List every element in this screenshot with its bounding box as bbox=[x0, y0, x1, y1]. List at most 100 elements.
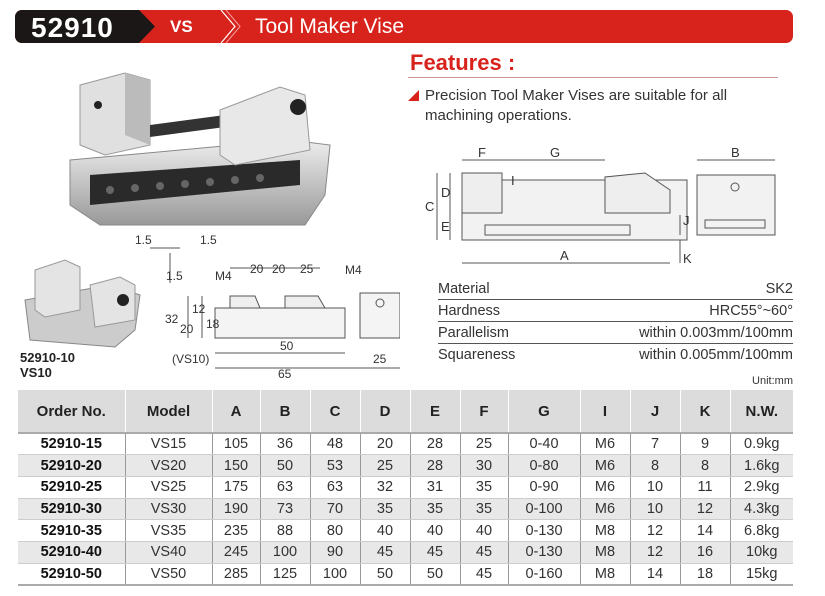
table-cell: 9 bbox=[679, 433, 730, 456]
table-cell: 12 bbox=[679, 498, 730, 521]
title-banner: 52910 VS Tool Maker Vise bbox=[15, 10, 793, 43]
dim-label: I bbox=[511, 173, 515, 188]
table-cell: 35 bbox=[459, 476, 508, 499]
vs10-drawing: 1.5 1.5 1.5 M4 M4 20 20 25 32 20 12 18 (… bbox=[135, 233, 400, 380]
table-cell: VS35 bbox=[124, 519, 212, 542]
table-cell: 105 bbox=[211, 433, 260, 456]
spec-label: Hardness bbox=[438, 303, 501, 319]
dim-label: G bbox=[550, 145, 560, 160]
column-header: I bbox=[579, 390, 630, 434]
small-vise-model: VS10 bbox=[20, 365, 52, 380]
table-cell: 50 bbox=[259, 454, 310, 477]
table-cell: 48 bbox=[309, 433, 360, 456]
table-cell: 12 bbox=[629, 541, 680, 564]
table-cell: M6 bbox=[579, 498, 630, 521]
dim-label: 25 bbox=[373, 352, 387, 366]
dim-label: 12 bbox=[192, 302, 206, 316]
table-cell: 45 bbox=[359, 541, 410, 564]
table-cell: 16 bbox=[679, 541, 730, 564]
table-cell: 50 bbox=[409, 563, 460, 586]
code-block bbox=[15, 10, 155, 43]
table-cell: 45 bbox=[459, 541, 508, 564]
table-cell: 25 bbox=[359, 454, 410, 477]
table-cell: 52910-15 bbox=[18, 433, 125, 456]
table-cell: 53 bbox=[309, 454, 360, 477]
column-header: A bbox=[211, 390, 260, 434]
table-cell: 40 bbox=[409, 519, 460, 542]
table-cell: 35 bbox=[359, 498, 410, 521]
table-cell: 50 bbox=[359, 563, 410, 586]
table-cell: M6 bbox=[579, 433, 630, 456]
column-header: J bbox=[629, 390, 680, 434]
dim-label: B bbox=[731, 145, 740, 160]
column-header: F bbox=[459, 390, 508, 434]
feature-item: Precision Tool Maker Vises are suitable … bbox=[425, 87, 728, 124]
vise-photo bbox=[69, 72, 331, 226]
spec-row: Parallelism within 0.003mm/100mm bbox=[438, 322, 793, 344]
column-header: C bbox=[309, 390, 360, 434]
unit-label: Unit:mm bbox=[752, 375, 793, 387]
dim-label: 20 bbox=[180, 322, 194, 336]
small-vise-photo bbox=[24, 259, 141, 348]
bullet-icon bbox=[408, 90, 419, 101]
dim-label: 50 bbox=[280, 339, 294, 353]
table-cell: 14 bbox=[629, 563, 680, 586]
column-header: N.W. bbox=[729, 390, 793, 434]
dim-label: M4 bbox=[215, 269, 232, 283]
dim-label: K bbox=[683, 251, 692, 266]
divider bbox=[408, 77, 778, 78]
table-cell: 14 bbox=[679, 519, 730, 542]
table-cell: VS40 bbox=[124, 541, 212, 564]
spec-label: Squareness bbox=[438, 347, 516, 363]
table-cell: 0-40 bbox=[507, 433, 580, 456]
chevron-icon bbox=[220, 10, 241, 43]
table-cell: 32 bbox=[359, 476, 410, 499]
spec-label: Material bbox=[438, 281, 490, 297]
table-cell: 100 bbox=[309, 563, 360, 586]
spec-row: Hardness HRC55°~60° bbox=[438, 300, 793, 322]
table-cell: 88 bbox=[259, 519, 310, 542]
table-cell: M6 bbox=[579, 454, 630, 477]
table-cell: 12 bbox=[629, 519, 680, 542]
table-cell: 20 bbox=[359, 433, 410, 456]
column-header: G bbox=[507, 390, 580, 434]
column-header: Order No. bbox=[18, 390, 125, 434]
table-cell: M8 bbox=[579, 541, 630, 564]
table-cell: 285 bbox=[211, 563, 260, 586]
table-cell: VS20 bbox=[124, 454, 212, 477]
table-cell: 7 bbox=[629, 433, 680, 456]
spec-value: HRC55°~60° bbox=[709, 303, 793, 319]
table-cell: 11 bbox=[679, 476, 730, 499]
table-cell: 52910-40 bbox=[18, 541, 125, 564]
table-cell: 18 bbox=[679, 563, 730, 586]
spec-value: within 0.005mm/100mm bbox=[639, 347, 793, 363]
dim-label: F bbox=[478, 145, 486, 160]
product-code: 52910 bbox=[31, 12, 114, 43]
table-cell: 52910-20 bbox=[18, 454, 125, 477]
spec-label: Parallelism bbox=[438, 325, 509, 341]
table-cell: 150 bbox=[211, 454, 260, 477]
column-header: D bbox=[359, 390, 410, 434]
table-cell: 2.9kg bbox=[729, 476, 793, 499]
features-heading: Features : bbox=[410, 50, 516, 75]
table-cell: 0.9kg bbox=[729, 433, 793, 456]
table-cell: 90 bbox=[309, 541, 360, 564]
dim-label: 20 bbox=[250, 262, 264, 276]
table-cell: 52910-25 bbox=[18, 476, 125, 499]
table-cell: VS30 bbox=[124, 498, 212, 521]
table-cell: 235 bbox=[211, 519, 260, 542]
table-cell: 40 bbox=[459, 519, 508, 542]
column-header: E bbox=[409, 390, 460, 434]
dimension-diagram: F G B D I C E J A K bbox=[425, 145, 776, 266]
table-cell: 80 bbox=[309, 519, 360, 542]
table-cell: 52910-35 bbox=[18, 519, 125, 542]
small-vise-order: 52910-10 bbox=[20, 350, 75, 365]
dim-label: E bbox=[441, 219, 450, 234]
spec-value: within 0.003mm/100mm bbox=[639, 325, 793, 341]
table-cell: 8 bbox=[679, 454, 730, 477]
table-cell: M8 bbox=[579, 519, 630, 542]
